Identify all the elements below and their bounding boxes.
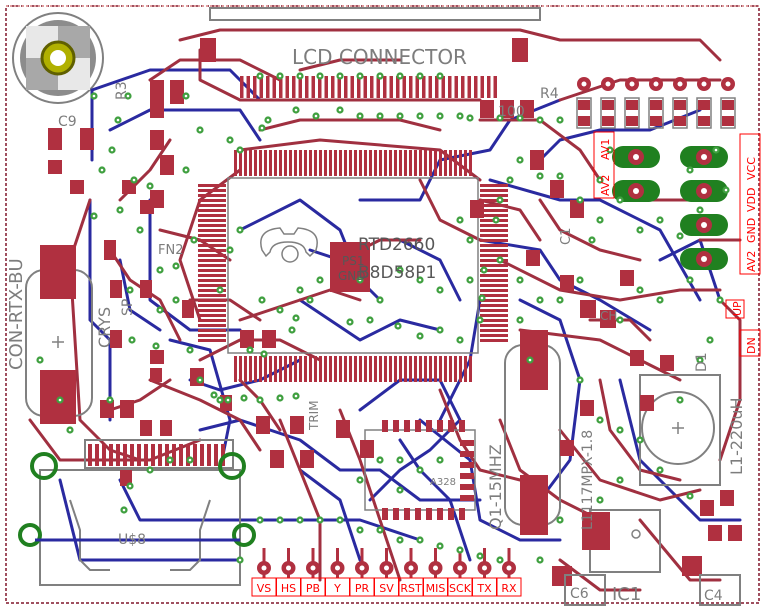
label-right-gnd: GND [745, 218, 758, 243]
main-chip-rtd2660 [198, 150, 508, 382]
regulator-ic1 [552, 509, 741, 606]
bottom-pin-label: PB [306, 582, 320, 595]
label-c9: C9 [58, 114, 77, 130]
label-av1: AV1 [599, 139, 612, 160]
label-chip-name: RTD2660 [358, 235, 435, 255]
lcd-connector-pads [200, 7, 541, 98]
bottom-pin-label: PR [355, 582, 370, 595]
passive-components [48, 80, 742, 541]
label-inductor: L1-220uH [727, 397, 746, 475]
usb-connector [18, 439, 256, 586]
label-crys: CRYS [95, 307, 114, 348]
label-d1: D1 [694, 352, 710, 372]
label-a328: A328 [430, 477, 456, 488]
bottom-pin-label: TX [476, 582, 492, 595]
label-chip-part: B8D58P1 [358, 263, 436, 283]
label-r3: R3 [114, 81, 130, 100]
label-r4: R4 [540, 86, 559, 102]
label-mid-num: 100 [498, 104, 525, 120]
bottom-pin-label: RX [501, 582, 517, 595]
top-copper-layer [28, 28, 742, 592]
label-crystal-freq: Q1-15MHZ [486, 444, 505, 530]
label-c1: C1 [559, 228, 574, 245]
label-ps1: PS1 [342, 254, 365, 268]
label-c4: C4 [704, 588, 723, 604]
label-right-vdd: VDD [745, 188, 758, 212]
bottom-pin-label: MIS [426, 582, 446, 595]
label-av2-block: AV2 [599, 175, 612, 196]
vias [36, 72, 730, 564]
bottom-pin-label: VS [257, 582, 272, 595]
label-sp: SP [120, 299, 136, 316]
oshw-logo-icon [260, 227, 318, 263]
bottom-pin-label: RST [400, 582, 422, 595]
top-right-pin-row [576, 77, 736, 129]
label-fn2: FN2 [158, 243, 183, 258]
label-right-up: UP [731, 301, 744, 316]
label-gnd: GND [338, 269, 366, 283]
label-lcd-connector: LCD CONNECTOR [292, 45, 467, 69]
label-mpx: L1117MPX-1.8 [580, 430, 596, 530]
label-left-vertical: CON-RTX-BU [6, 258, 27, 370]
label-ch: CH [600, 309, 617, 323]
label-c6: C6 [570, 586, 589, 602]
bottom-pin-label: Y [333, 582, 341, 595]
mount-hole-icon [12, 12, 104, 104]
label-trim: TRIM [307, 400, 321, 431]
bottom-header-pins [257, 548, 516, 578]
label-u8: U$8 [118, 532, 146, 548]
right-header [612, 146, 728, 270]
bottom-pin-label: SV [379, 582, 394, 595]
label-right-vcc: VCC [745, 157, 758, 180]
crystal-middle [504, 330, 561, 535]
right-vertical-labels: AV2 GND VDD VCC UP DN AV1 AV2 [593, 131, 761, 357]
small-chip-a328 [364, 420, 476, 520]
bottom-pin-label: SCK [449, 582, 472, 595]
bottom-pin-label: HS [281, 582, 296, 595]
inductor-icon [639, 374, 721, 486]
label-ic1: IC1 [612, 584, 641, 605]
crystal-left [25, 245, 93, 424]
label-right-dn: DN [745, 337, 758, 354]
label-right-av2: AV2 [745, 251, 758, 272]
